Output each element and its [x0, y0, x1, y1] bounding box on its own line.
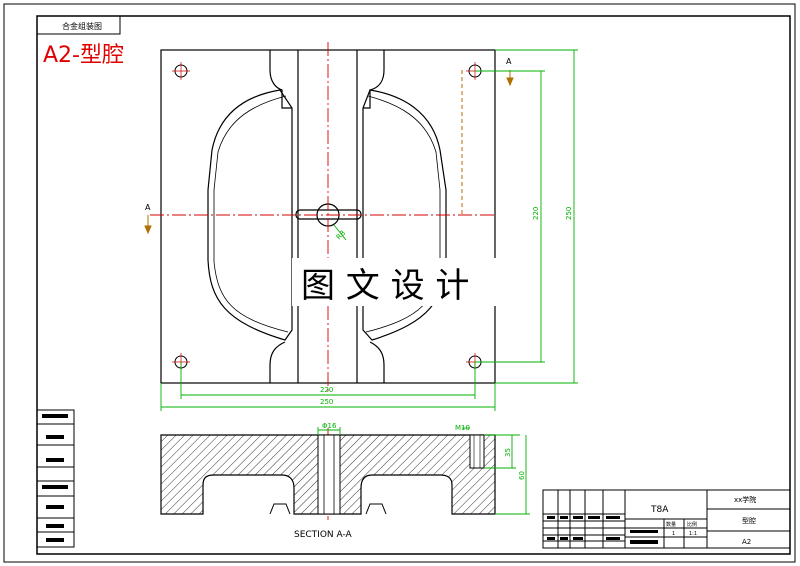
drawing-no: A2: [742, 538, 751, 546]
section-caption: SECTION A-A: [294, 530, 353, 540]
inner-border: [36, 15, 791, 555]
dim-section-height: 60: [518, 471, 526, 480]
dim-section-hole: Φ16: [322, 422, 337, 430]
dim-width-outer: 250: [320, 398, 333, 406]
dim-section-depth: 35: [504, 448, 512, 457]
section-dimension-texts: Φ16 M10 35 60: [322, 422, 526, 480]
title-block-text: T8A xx学院 型腔 A2 数量 比例 1 1:1: [650, 495, 756, 546]
top-channel: [269, 50, 292, 109]
runner: [295, 209, 362, 220]
section-letter-right: A: [506, 57, 512, 66]
qty-value: 1: [672, 531, 675, 537]
section-dimensions: [317, 427, 530, 515]
watermark-box: [292, 258, 510, 306]
dimension-lines: [160, 49, 578, 411]
bottom-channel: [269, 341, 286, 383]
corner-tag: 合金组装图: [36, 15, 121, 35]
title-block: [542, 489, 791, 549]
part-name: 型腔: [742, 516, 756, 525]
section-view: [160, 434, 496, 515]
section-markers: [144, 70, 514, 235]
revision-column: [36, 409, 75, 548]
hole-top-left: [172, 62, 190, 80]
title-block-marks: [547, 516, 658, 544]
left-cavity: [207, 89, 293, 341]
corner-tag-text: 合金组装图: [62, 21, 102, 31]
watermark: 图 文 设 计: [301, 266, 469, 306]
qty-header: 数量: [666, 521, 676, 528]
outer-border: [3, 3, 796, 563]
dim-height-outer: 250: [565, 207, 573, 220]
dim-section-tap: M10: [455, 424, 470, 432]
scale-value: 1:1: [689, 531, 697, 537]
section-letter-left: A: [145, 203, 151, 212]
dim-width-inner: 220: [320, 386, 333, 394]
revision-column-marks: [42, 414, 68, 542]
school: xx学院: [734, 495, 756, 504]
material: T8A: [650, 505, 669, 515]
section-sprue: [317, 434, 341, 515]
part-label: A2-型腔: [43, 43, 124, 68]
section-tapped-hole: [469, 434, 485, 469]
scale-header: 比例: [687, 521, 697, 528]
dim-height-inner: 220: [532, 207, 540, 220]
